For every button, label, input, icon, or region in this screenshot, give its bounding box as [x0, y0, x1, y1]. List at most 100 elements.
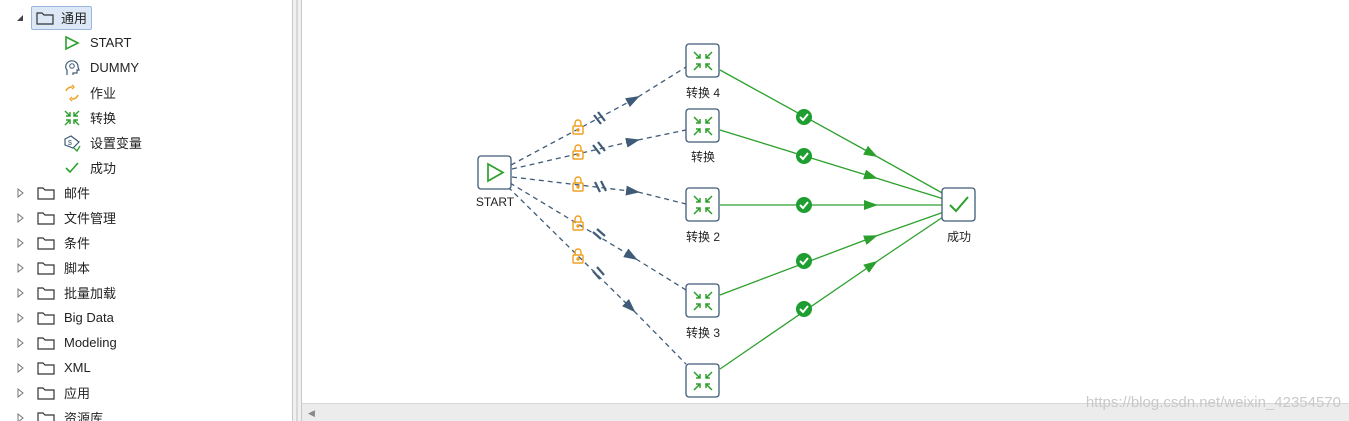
tree-entry-start[interactable]: START [62, 30, 131, 55]
tree-entry-transform[interactable]: 转换 [62, 105, 116, 130]
collapsed-triangle-icon[interactable] [14, 262, 26, 274]
tree-folder[interactable]: 资源库 [14, 405, 103, 421]
tree-folder-general-selected[interactable]: 通用 [31, 5, 93, 30]
tree-folder[interactable]: 应用 [14, 380, 90, 405]
collapsed-triangle-icon[interactable] [14, 412, 26, 421]
node-transform-label: 转换 [690, 150, 715, 164]
collapsed-triangle-icon[interactable] [14, 387, 26, 399]
job-canvas[interactable]: START 转换 4 转换 转换 2 转换 3 成功 [302, 0, 1349, 421]
transform-icon [693, 51, 713, 71]
tree-folder-label: 文件管理 [64, 211, 117, 226]
node-transform-4-label: 转换 4 [685, 86, 720, 100]
transform-icon [693, 291, 713, 311]
watermark-text: https://blog.csdn.net/weixin_42354570 [1085, 394, 1341, 411]
node-transform-3-label: 转换 3 [685, 326, 720, 340]
tree-folder[interactable]: 脚本 [14, 255, 90, 280]
transform-icon [62, 108, 82, 128]
step-palette-tree: 通用 START DUMMY 作业 转换 $ 设置变量 成功 [0, 0, 292, 421]
parallel-mark-icon [592, 111, 607, 280]
folder-icon [35, 8, 55, 28]
tree-entry-job[interactable]: 作业 [62, 80, 116, 105]
tree-entry-label: 成功 [90, 161, 117, 176]
collapsed-triangle-icon[interactable] [14, 337, 26, 349]
start-play-icon [62, 33, 82, 53]
collapsed-triangle-icon[interactable] [14, 362, 26, 374]
job-arrows-icon [62, 83, 82, 103]
tree-entry-label: DUMMY [90, 60, 140, 75]
success-check-icon [62, 158, 82, 178]
tree-folder-label: Big Data [64, 310, 114, 325]
tree-entry-label: 设置变量 [90, 136, 143, 151]
tree-folder-label: XML [64, 360, 91, 375]
node-transform-4[interactable] [685, 43, 720, 78]
tree-folder-label: 通用 [61, 11, 88, 26]
node-transform-2[interactable] [685, 187, 720, 222]
node-success-label: 成功 [946, 230, 971, 244]
folder-icon [36, 208, 56, 228]
node-transform-2-label: 转换 2 [685, 230, 720, 244]
set-variable-icon: $ [62, 133, 82, 153]
hop-start-to-t1-line[interactable] [511, 137, 640, 170]
tree-folder[interactable]: Big Data [14, 305, 114, 330]
tree-entry-label: 作业 [90, 86, 117, 101]
horizontal-scrollbar[interactable]: ◀ [302, 403, 1349, 421]
tree-folder-label: 应用 [64, 386, 91, 401]
transform-icon [693, 371, 713, 391]
tree-entry-dummy[interactable]: DUMMY [62, 55, 139, 80]
folder-icon [36, 333, 56, 353]
success-check-icon [949, 196, 969, 213]
hop-start-to-t4-line[interactable] [510, 96, 640, 166]
tree-folder-label: 条件 [64, 236, 91, 251]
tree-folder-general[interactable]: 通用 [14, 5, 93, 30]
panel-splitter[interactable] [292, 0, 302, 421]
tree-entry-success[interactable]: 成功 [62, 155, 116, 180]
start-play-icon [487, 162, 505, 183]
tree-entry-set-variable[interactable]: $ 设置变量 [62, 130, 142, 155]
tree-folder-label: 批量加载 [64, 286, 117, 301]
tree-folder-label: 脚本 [64, 261, 91, 276]
node-transform-5[interactable] [685, 363, 720, 398]
node-transform[interactable] [685, 108, 720, 143]
folder-icon [36, 358, 56, 378]
expanded-triangle-icon[interactable] [14, 12, 26, 24]
collapsed-triangle-icon[interactable] [14, 237, 26, 249]
tree-folder[interactable]: 文件管理 [14, 205, 116, 230]
folder-icon [36, 183, 56, 203]
success-condition-icon [796, 109, 812, 317]
tree-folder-label: Modeling [64, 335, 117, 350]
node-start-label: START [475, 195, 515, 209]
transform-icon [693, 195, 713, 215]
job-graph[interactable] [302, 0, 1349, 403]
tree-folder[interactable]: XML [14, 355, 91, 380]
hop-start-to-t3-line[interactable] [509, 182, 638, 261]
tree-folder[interactable]: 批量加载 [14, 280, 116, 305]
node-success[interactable] [941, 187, 976, 222]
collapsed-triangle-icon[interactable] [14, 312, 26, 324]
folder-icon [36, 258, 56, 278]
tree-folder[interactable]: 条件 [14, 230, 90, 255]
collapsed-triangle-icon[interactable] [14, 287, 26, 299]
folder-icon [36, 283, 56, 303]
hop-t5-to-success-line[interactable] [719, 260, 878, 370]
scroll-left-icon[interactable]: ◀ [308, 408, 315, 418]
tree-folder-label: 邮件 [64, 186, 91, 201]
transform-icon [693, 116, 713, 136]
collapsed-triangle-icon[interactable] [14, 187, 26, 199]
svg-text:$: $ [68, 140, 72, 147]
folder-icon [36, 308, 56, 328]
folder-icon [36, 233, 56, 253]
lock-icon [572, 119, 584, 264]
hop-start-to-t2-line[interactable] [511, 176, 640, 196]
node-transform-3[interactable] [685, 283, 720, 318]
dummy-head-icon [62, 58, 82, 78]
folder-icon [36, 383, 56, 403]
tree-entry-label: START [90, 35, 132, 50]
folder-icon [36, 408, 56, 421]
tree-folder[interactable]: Modeling [14, 330, 117, 355]
tree-folder[interactable]: 邮件 [14, 180, 90, 205]
collapsed-triangle-icon[interactable] [14, 212, 26, 224]
tree-folder-label: 资源库 [64, 411, 104, 421]
node-start[interactable] [477, 155, 512, 190]
tree-entry-label: 转换 [90, 111, 117, 126]
hop-start-to-t5-line[interactable] [507, 186, 636, 313]
